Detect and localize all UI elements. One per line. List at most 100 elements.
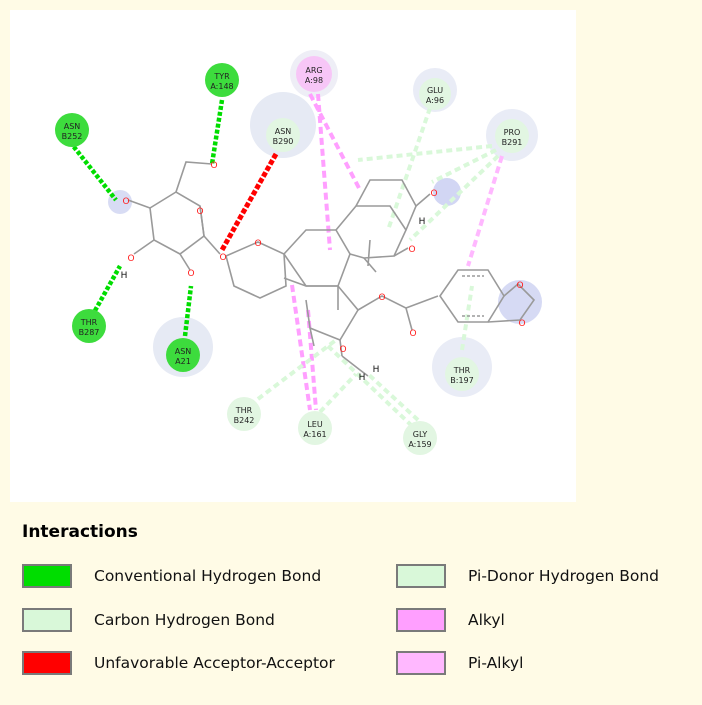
carbonh-leu-a161	[318, 372, 358, 414]
oxygen-atom: O	[430, 189, 437, 199]
hbond-thr-b287	[90, 264, 122, 318]
hbond-asn-b252	[68, 140, 118, 202]
legend-swatch-conventional-hbond	[22, 564, 72, 588]
legend-label: Alkyl	[468, 611, 505, 629]
residue-circle	[445, 357, 479, 391]
legend-item-conventional-hbond: Conventional Hydrogen Bond	[22, 562, 321, 590]
sugar-ring	[149, 191, 205, 255]
carbonh-glu-a96	[386, 107, 432, 231]
hydrogen-atom: H	[359, 373, 366, 383]
oxygen-atom: O	[127, 254, 134, 264]
ring-c	[305, 285, 359, 341]
oxygen-atom: O	[339, 345, 346, 355]
alkyl-arg-a98-1	[308, 93, 362, 191]
unfavorable-asn-b290	[219, 152, 279, 252]
residue-name: THR	[453, 366, 471, 375]
interaction-diagram: O O H O O O O O O H O O O O O O H H TYRA…	[55, 50, 542, 455]
legend-swatch-carbon-hbond	[22, 608, 72, 632]
residue-name: ARG	[305, 66, 322, 75]
ring-a	[225, 241, 287, 299]
legend-swatch-pi-alkyl	[396, 651, 446, 675]
residue-circle	[55, 113, 89, 147]
residue-id: A21	[175, 357, 191, 366]
residue-id: A:161	[303, 430, 326, 439]
residue-id: A:96	[426, 96, 444, 105]
benzene-inner	[462, 275, 484, 317]
residue-id: A:159	[408, 440, 431, 449]
oxygen-atom: O	[210, 161, 217, 171]
residue-name: GLY	[413, 430, 428, 439]
residue-circle	[72, 309, 106, 343]
residue-id: B287	[79, 328, 100, 337]
ring-d	[335, 205, 407, 259]
ligand-structure	[127, 161, 536, 377]
residue-name: TYR	[213, 72, 230, 81]
residue-circle	[166, 338, 200, 372]
carbonh-gly-a159	[366, 372, 420, 422]
residue-circle	[296, 56, 332, 92]
residue-name: ASN	[275, 127, 292, 136]
methyls	[283, 239, 377, 357]
oxygen-atom: O	[516, 281, 523, 291]
residue-name: ASN	[175, 347, 192, 356]
legend-item-pi-donor-hbond: Pi-Donor Hydrogen Bond	[396, 562, 659, 590]
oxygen-atom: O	[254, 239, 261, 249]
hbond-tyr-a148	[209, 99, 225, 165]
alkyl-arg-a98-2	[316, 93, 332, 251]
oxygen-atom: O	[518, 319, 525, 329]
ring-b	[282, 229, 351, 287]
oxygen-atom: O	[409, 329, 416, 339]
legend-swatch-pi-donor-hbond	[396, 564, 446, 588]
oxygen-atom: O	[378, 293, 385, 303]
interaction-lines	[68, 93, 504, 428]
residue-name: ASN	[64, 122, 81, 131]
legend-swatch-alkyl	[396, 608, 446, 632]
legend-label: Carbon Hydrogen Bond	[94, 611, 275, 629]
carbonh-pro-b291-2	[408, 154, 500, 242]
ester-side-chain	[357, 295, 439, 331]
ring-e	[355, 179, 417, 231]
residue-id: A:148	[210, 82, 233, 91]
oxygen-atom: O	[219, 253, 226, 263]
oxygen-atom: O	[196, 207, 203, 217]
legend-swatch-unfavorable	[22, 651, 72, 675]
pialkyl-pro-b291	[466, 155, 504, 267]
residue-name: PRO	[504, 128, 521, 137]
legend-title: Interactions	[22, 522, 138, 542]
hydrogen-atom: H	[419, 217, 426, 227]
legend-label: Pi-Donor Hydrogen Bond	[468, 567, 660, 585]
oxygen-atom: O	[408, 245, 415, 255]
residue-id: B291	[502, 138, 523, 147]
hydrogen-atom: H	[373, 365, 380, 375]
legend-label: Conventional Hydrogen Bond	[94, 567, 322, 585]
residue-name: THR	[235, 406, 253, 415]
residue-circle	[298, 411, 332, 445]
ketone	[393, 247, 409, 257]
residue-name: THR	[80, 318, 98, 327]
legend-label: Pi-Alkyl	[468, 654, 524, 672]
residue-circle	[266, 118, 300, 152]
residue-circle	[227, 397, 261, 431]
residue-name: GLU	[427, 86, 443, 95]
interactions-legend: Interactions Conventional Hydrogen Bond …	[0, 512, 702, 702]
legend-item-unfavorable: Unfavorable Acceptor-Acceptor	[22, 649, 335, 677]
oxygen-atom: O	[187, 269, 194, 279]
hydroxy-chain	[341, 355, 369, 377]
residue-nodes: TYRA:148ASNB252ARGA:98GLUA:96ASNB290PROB…	[55, 56, 529, 455]
atom-labels: O O H O O O O O O H O O O O O O H H	[121, 161, 526, 383]
legend-item-pi-alkyl: Pi-Alkyl	[396, 649, 523, 677]
residue-circle	[495, 119, 529, 153]
oxygen-atom: O	[122, 197, 129, 207]
